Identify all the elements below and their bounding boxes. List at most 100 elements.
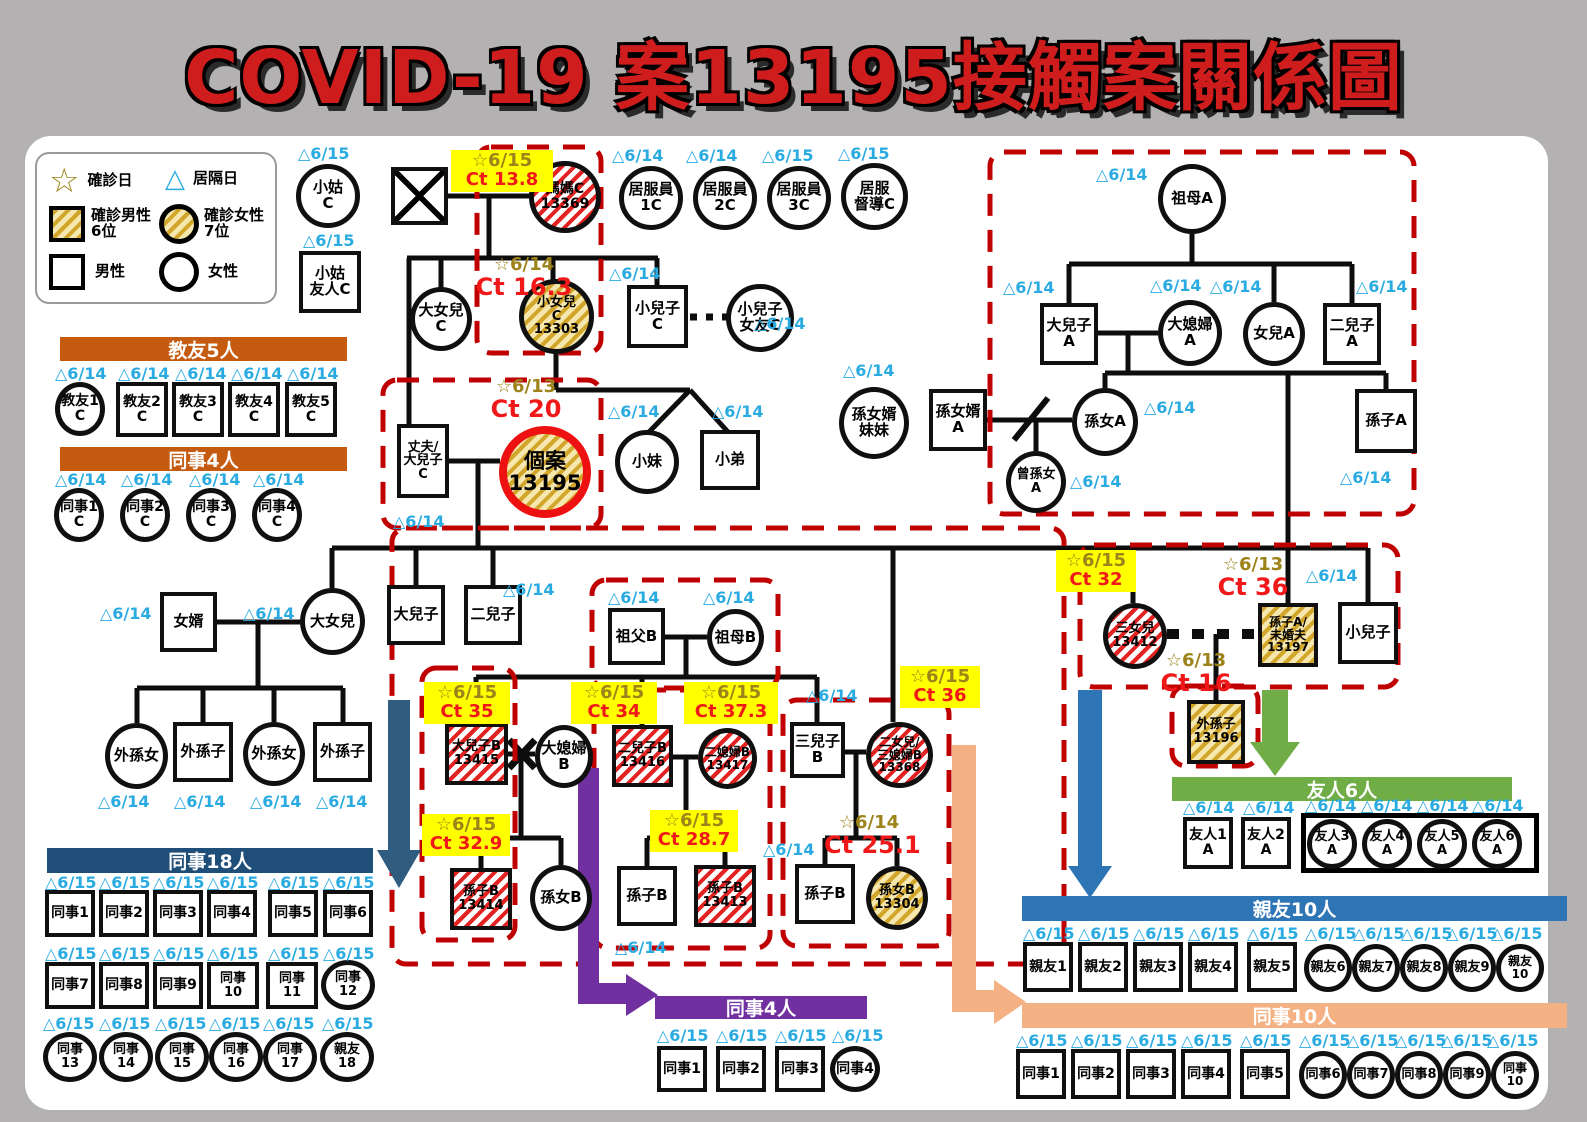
confirmed-date: ☆6/13 [1165,650,1227,671]
person-secondson-a: 二兒子 A [1323,303,1381,365]
quarantine-date-label: △6/15 [1016,1031,1068,1050]
person-homecare-3c: 居服員 3C [767,166,831,230]
quarantine-date-label: △6/14 [287,364,339,383]
person-coworker4-1: 同事1 [657,1046,707,1092]
quarantine-date-label: △6/15 [762,146,814,165]
quarantine-date-label: △6/15 [657,1026,709,1045]
quarantine-date-label: △6/15 [775,1026,827,1045]
ct-value: Ct 28.7 [657,828,731,850]
person-friend-2a: 友人2 A [1241,817,1291,869]
arrow-to-coworkers18-head [377,850,421,888]
female-icon [159,252,199,292]
ct-value: Ct 20 [490,394,562,423]
connector-line [1011,396,1051,442]
person-bigson-b-13415: 大兒子B 13415 [445,723,508,785]
confirmed-date: ☆6/15 [700,682,762,703]
legend-box: ☆ 確診日 △ 居隔日 確診男性 6位 確診女性 7位 男性 女性 [35,152,277,304]
person-smallson-gf-c: 小兒子 女友C [726,284,794,352]
quarantine-date-label: △6/14 [1210,277,1262,296]
ct-value: Ct 37.3 [694,700,768,722]
quarantine-date-label: △6/14 [763,840,815,859]
person-granddaughter-b-13304: 孫女B 13304 [866,866,928,930]
person-bigson: 大兒子 [387,585,445,645]
person-coworker-4c: 同事4 C [252,488,302,542]
quarantine-date-label: △6/15 [323,873,375,892]
quarantine-triangle-icon: △ [165,164,185,194]
person-secondson: 二兒子 [464,585,522,645]
person-thirdson-b: 三兒子 B [790,722,845,778]
quarantine-date-label: △6/14 [712,402,764,421]
confirmed-date: ☆6/14 [838,812,900,833]
person-church-friend-4c: 教友4 C [228,382,280,437]
person-coworker-2c: 同事2 C [120,488,170,542]
person-friend-4a: 友人4 A [1362,819,1412,869]
group-header-relatives-10: 親友10人 [1022,896,1567,921]
confirmed-date: ☆6/13 [1222,554,1284,575]
person-relative-1: 親友1 [1023,942,1073,992]
quarantine-date-label: △6/14 [703,588,755,607]
legend-male-label: 男性 [95,262,126,281]
person-secondson-b-13416: 二兒子B 13416 [612,725,673,787]
person-out-grandson-13196: 外孫子 13196 [1187,700,1245,764]
arrow-to-coworkers10-shaft [952,745,976,997]
person-relative-9: 親友9 [1448,944,1496,992]
person-grandson-a-fiance-13197: 孫子A/ 未婚夫 13197 [1258,603,1318,667]
quarantine-date-label: △6/15 [1353,924,1405,943]
arrow-to-coworkers18-shaft [388,700,410,852]
person-daughter-a: 女兒A [1243,302,1305,366]
confirmed-date: ☆6/15 [909,666,971,687]
quarantine-date-label: △6/15 [1299,1031,1351,1050]
quarantine-date-label: △6/14 [253,470,305,489]
confirmed-date: ☆6/15 [435,814,497,835]
connector-line [647,388,692,434]
confirmed-male-icon [49,206,85,242]
group-header-coworkers-4: 同事4人 [655,996,867,1020]
quarantine-date-label: △6/15 [207,944,259,963]
person-gd-husband-a: 孫女婿 A [929,389,987,451]
quarantine-date-label: △6/15 [99,1014,151,1033]
ct-value: Ct 35 [440,700,494,722]
household-dashed-box [780,697,952,949]
quarantine-date-label: △6/15 [1347,1031,1399,1050]
person-coworker10-9: 同事9 [1443,1051,1491,1099]
person-coworker18-2: 同事2 [99,890,149,937]
person-son-in-law: 女婿 [160,592,217,652]
quarantine-date-label: △6/14 [1150,276,1202,295]
confirmed-date: ☆6/15 [583,682,645,703]
person-husband-c: 丈夫/ 大兒子C [397,424,449,498]
connector-line [688,388,730,434]
person-coworker10-4: 同事4 [1181,1049,1231,1099]
person-greatgranddaughter-a: 曾孫女 A [1006,451,1066,513]
person-bigson-wife-b: 大媳婦 B [535,725,593,788]
quarantine-date-label: △6/14 [121,470,173,489]
person-xiaogu-friend-c: 小姑 友人C [299,251,361,313]
ct-value: Ct 13.8 [465,168,539,190]
household-dashed-box [987,149,1417,517]
person-out-granddaughter-2: 外孫女 [243,722,305,786]
person-grandson-b-plain1: 孫子B [617,866,677,926]
group-header-church-friends: 教友5人 [60,337,347,362]
person-coworker18-1: 同事1 [45,890,95,937]
quarantine-date-label: △6/15 [1078,924,1130,943]
person-coworker10-1: 同事1 [1016,1049,1066,1099]
person-coworker18-17: 同事17 [263,1032,317,1082]
group-header-coworkers-10: 同事10人 [1022,1003,1567,1028]
quarantine-date-label: △6/14 [609,264,661,283]
person-bigson-a: 大兒子 A [1040,303,1098,365]
person-bigdaughter-c: 大女兒 C [410,287,472,351]
person-homecare-sup-c: 居服 督導C [841,163,908,230]
person-coworker18-6: 同事6 [323,890,373,937]
person-gd-husband-sister-a: 孫女婿 妹妹 [839,387,909,459]
person-smalldaughter-c-13303: 小女兒 C 13303 [519,279,594,354]
quarantine-date-label: △6/15 [155,1014,207,1033]
person-homecare-2c: 居服員 2C [693,166,757,230]
person-case-13195: 個案 13195 [499,426,591,518]
person-thirddaughter-13412: 三女兒 13412 [1103,603,1167,669]
ct-value: Ct 32 [1069,568,1123,590]
arrow-to-friends6-shaft [1262,690,1288,745]
arrow-to-relatives10-shaft [1078,690,1102,870]
